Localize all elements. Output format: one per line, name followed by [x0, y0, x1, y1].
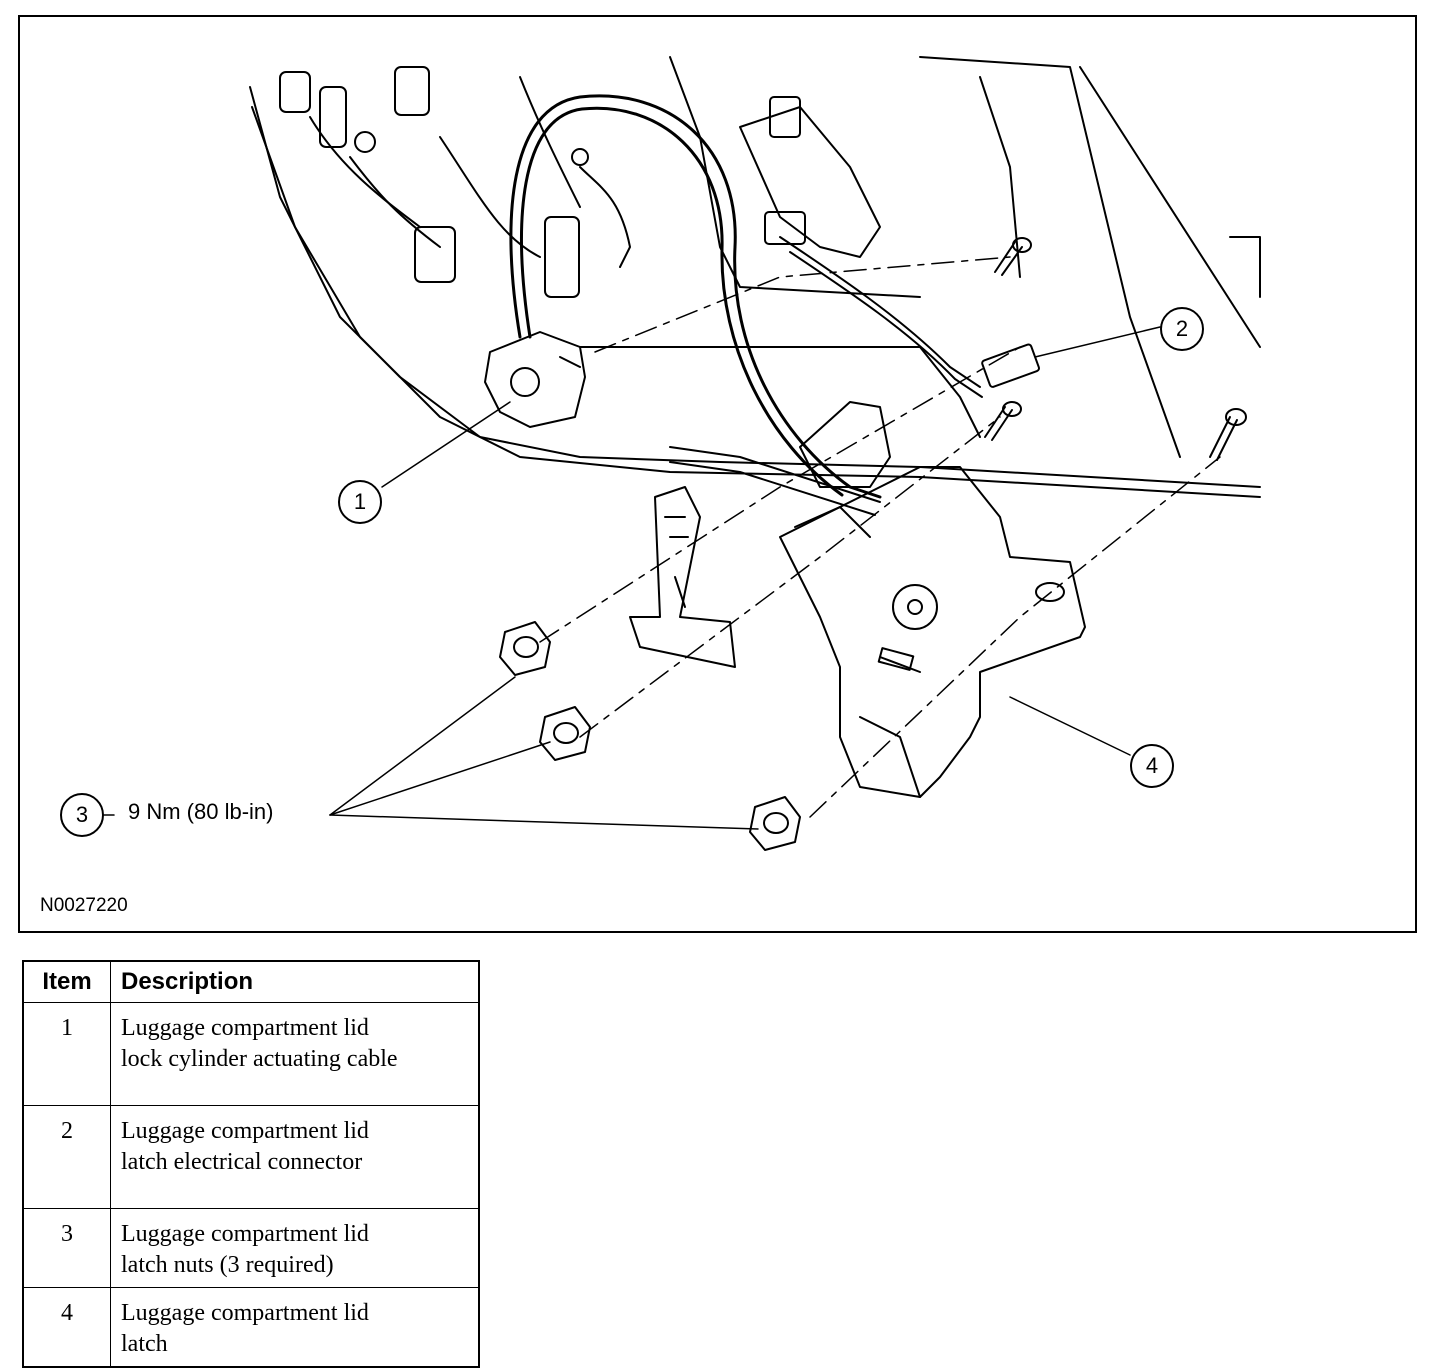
- callout-1: 1: [338, 480, 382, 524]
- callout-4: 4: [1130, 744, 1174, 788]
- row-item: 1: [22, 1002, 111, 1106]
- diagram-figure: 1 2 3 4 9 Nm (80 lb-in) N0027220: [18, 15, 1417, 933]
- lock-cylinder: [484, 331, 586, 428]
- callout-2: 2: [1160, 307, 1204, 351]
- latch-assembly: [779, 401, 1086, 798]
- release-handle: [629, 486, 736, 668]
- actuating-cable: [509, 94, 882, 516]
- row-description: Luggage compartment lid latch nuts (3 re…: [110, 1208, 480, 1288]
- torque-spec: 9 Nm (80 lb-in): [128, 799, 274, 824]
- header-description: Description: [110, 960, 480, 1003]
- row-item: 2: [22, 1105, 111, 1209]
- table-row: 2 Luggage compartment lid latch electric…: [22, 1105, 480, 1209]
- latch-illustration: [103, 56, 1261, 851]
- harness-cluster: [279, 66, 631, 298]
- alignment-lines: [539, 256, 1221, 818]
- table-row: 1 Luggage compartment lid lock cylinder …: [22, 1002, 480, 1106]
- figure-id: N0027220: [40, 895, 128, 916]
- leader-lines: [103, 326, 1161, 830]
- row-item: 3: [22, 1208, 111, 1288]
- row-description: Luggage compartment lid lock cylinder ac…: [110, 1002, 480, 1106]
- legend-header-row: Item Description: [22, 960, 480, 1003]
- electrical-connector: [739, 96, 1040, 398]
- table-row: 3 Luggage compartment lid latch nuts (3 …: [22, 1208, 480, 1288]
- table-row: 4 Luggage compartment lid latch: [22, 1287, 480, 1368]
- studs: [984, 237, 1247, 461]
- row-description: Luggage compartment lid latch: [110, 1287, 480, 1368]
- nuts: [499, 621, 801, 851]
- header-item: Item: [22, 960, 111, 1003]
- legend-table: Item Description 1 Luggage compartment l…: [22, 960, 480, 1368]
- row-description: Luggage compartment lid latch electrical…: [110, 1105, 480, 1209]
- row-item: 4: [22, 1287, 111, 1368]
- callout-3: 3: [60, 793, 104, 837]
